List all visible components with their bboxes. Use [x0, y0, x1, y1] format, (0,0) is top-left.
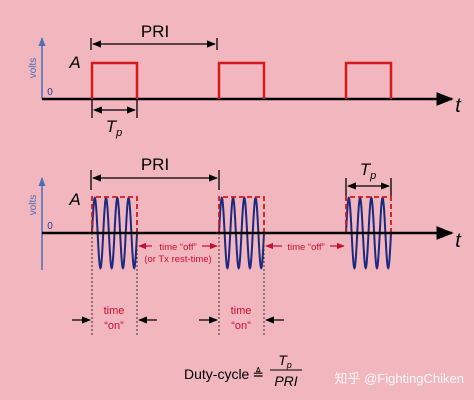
time-on-2-label: time	[231, 305, 252, 317]
bottom-amplitude-label: A	[68, 190, 80, 209]
time-on-1-label: time	[104, 305, 125, 317]
bottom-pri-label: PRI	[141, 155, 169, 174]
top-y-axis-label: volts	[28, 58, 39, 79]
bottom-pulse-envelope-3	[345, 196, 392, 233]
bottom-tp-main: T	[360, 160, 372, 179]
bottom-y-axis-label: volts	[28, 195, 39, 216]
bottom-t-label: t	[455, 230, 462, 252]
top-tp-label: Tp	[106, 117, 123, 139]
top-panel: volts 0 A t PRI Tp	[28, 22, 462, 139]
formula-numerator: Tp	[278, 352, 292, 370]
formula-numerator-sub: p	[286, 360, 292, 370]
formula-prefix: Duty-cycle≜	[184, 366, 264, 382]
time-off-1-label-bg	[152, 240, 202, 252]
duty-cycle-formula: Duty-cycle≜ Tp PRI	[184, 352, 302, 389]
top-t-label: t	[455, 95, 462, 117]
time-off-1-sublabel: (or Tx rest-time)	[144, 254, 211, 265]
bottom-tp-label: Tp	[360, 160, 377, 182]
top-pulse-3	[344, 61, 393, 99]
time-on-1-sublabel: “on”	[104, 320, 124, 332]
top-pulse-2	[217, 61, 266, 99]
top-pulse-1	[90, 61, 139, 99]
formula-prefix-text: Duty-cycle	[184, 366, 250, 382]
time-off-2-label: time “off”	[287, 242, 324, 253]
top-zero-label: 0	[47, 87, 53, 98]
time-off-1-label: time “off”	[159, 242, 196, 253]
time-off-2-label-bg	[282, 240, 330, 252]
formula-denominator: PRI	[274, 373, 297, 389]
top-pri-label: PRI	[141, 22, 169, 41]
bottom-pulse-envelope-1	[91, 196, 138, 233]
bottom-panel: volts 0 A t PRI Tp time “off” (or Tx res…	[28, 155, 462, 335]
formula-numerator-main: T	[278, 352, 288, 368]
bottom-tp-sub: p	[369, 170, 376, 182]
watermark: 知乎 @FightingChiken	[334, 371, 464, 386]
bottom-pulse-envelope-2	[218, 196, 265, 233]
time-on-2-sublabel: “on”	[231, 320, 251, 332]
bottom-zero-label: 0	[47, 221, 53, 232]
top-tp-main: T	[106, 117, 118, 136]
top-amplitude-label: A	[68, 53, 80, 72]
top-tp-sub: p	[115, 127, 122, 139]
formula-symbol: ≜	[252, 366, 264, 382]
